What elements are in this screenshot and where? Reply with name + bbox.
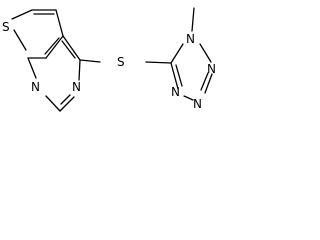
bond-c2-n3 [59,96,75,112]
bond-n4-c5 [170,62,179,90]
thiophene-sulfur-label: S [2,20,10,34]
bond-fusion-inner [44,37,60,55]
bond-c7a-n1 [27,57,37,79]
bond-n2-n3-inner [200,72,209,91]
tetrazole-n1-methyl-label: N [186,32,195,46]
bond-n1-n2 [199,43,212,63]
pyrimidine-n1-label: N [31,80,40,94]
bond-thiophene-s-c-fusion [13,29,27,51]
bond-n3-n4 [183,95,194,101]
bond-n1-c2 [45,95,61,112]
pyrimidine-n3-label: N [72,80,81,94]
bond-thiophene-c-c-junction [55,9,64,37]
tetrazole-n3-label: N [193,97,202,111]
bond-n2-n3 [204,73,213,94]
linker-sulfur-label: S [117,55,125,69]
bond-n4-c5-inner [175,64,183,87]
bond-thiophene-s-c [11,9,33,20]
bond-c4-s [79,59,101,63]
tetrazole-n2-label: N [207,62,216,76]
tetrazole-n4-label: N [171,85,180,99]
bond-c4-c4a-inner [61,40,76,59]
bond-c2-n3-inner [60,94,71,105]
molecule-structure: S N N S N N N N [2,7,216,112]
bond-fusion [45,35,64,59]
bond-s-c5 [145,61,172,64]
bond-c4-c4a [62,35,81,61]
bond-c5-n1 [170,43,184,64]
bonds [11,7,213,112]
atom-labels: S N N S N N N N [2,20,216,111]
bond-n1-methyl [191,7,195,32]
bond-n3-c4 [78,59,81,81]
